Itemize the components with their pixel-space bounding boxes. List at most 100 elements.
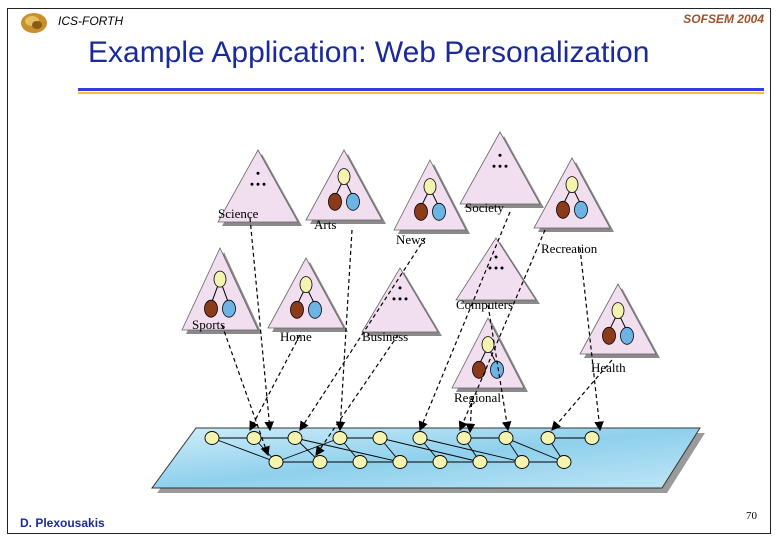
ellipsis-dot [404, 297, 408, 301]
category-label-news: News [396, 232, 426, 247]
node-news-top [423, 178, 437, 196]
category-triangles [181, 131, 660, 392]
category-label-computers: Computers [456, 297, 514, 312]
mapping-line [465, 395, 476, 434]
author-name: D. Plexousakis [20, 516, 105, 530]
web-page-node [472, 455, 488, 469]
category-label-home: Home [280, 329, 312, 344]
organization-label: ICS-FORTH [58, 14, 124, 28]
ellipsis-dot [488, 266, 492, 270]
ellipsis-dot [398, 297, 402, 301]
web-page-node [392, 455, 408, 469]
node-health-top [611, 302, 625, 320]
ellipsis-dot [494, 266, 498, 270]
triangle-health [579, 283, 660, 358]
ellipsis-dot [250, 182, 254, 186]
node-news-left [414, 202, 428, 221]
category-label-society: Society [465, 200, 504, 215]
node-arts-left [328, 192, 342, 211]
ellipsis-dot [262, 182, 266, 186]
web-page-node [432, 455, 448, 469]
category-label-health: Health [591, 360, 626, 375]
node-recreation-right [574, 200, 588, 219]
node-home-left [290, 300, 304, 319]
category-label-science: Science [218, 206, 259, 221]
mapping-line [299, 237, 426, 432]
triangle-regional [451, 317, 528, 392]
ellipsis-dot [256, 182, 260, 186]
node-sports-top [213, 270, 227, 288]
slide-title: Example Application: Web Personalization [88, 36, 650, 69]
web-page-graph [204, 431, 600, 469]
mapping-line [487, 304, 512, 432]
node-home-top [299, 276, 313, 294]
category-to-page-mappings [221, 211, 613, 457]
category-label-regional: Regional [454, 390, 501, 405]
conference-label: SOFSEM 2004 [683, 12, 764, 26]
title-rule-gold [78, 92, 764, 94]
triangle-news [393, 159, 470, 234]
mapping-line [418, 211, 511, 432]
web-page-node [498, 431, 514, 445]
triangle-society [459, 131, 544, 208]
web-page-node [287, 431, 303, 445]
web-page-node [352, 455, 368, 469]
web-page-node [514, 455, 530, 469]
page-number: 70 [746, 510, 757, 522]
web-page-node [456, 431, 472, 445]
ellipsis-dot [392, 297, 396, 301]
node-health-left [602, 326, 616, 345]
web-page-node [268, 455, 284, 469]
category-label-business: Business [362, 329, 409, 344]
node-home-right [308, 300, 322, 319]
mapping-line [335, 229, 353, 432]
web-page-node [246, 431, 262, 445]
category-label-recreation: Recreation [541, 241, 598, 256]
mapping-line [249, 217, 274, 432]
web-page-node [372, 431, 388, 445]
web-graph-plane [151, 427, 705, 493]
ellipsis-dot [498, 164, 502, 168]
node-news-right [432, 202, 446, 221]
ellipsis-dot [498, 153, 502, 157]
web-page-node [204, 431, 220, 445]
triangle-recreation [533, 157, 614, 232]
category-label-arts: Arts [314, 217, 337, 232]
ellipsis-dot [494, 255, 498, 259]
triangle-business [361, 267, 442, 336]
mapping-line [458, 229, 546, 432]
ellipsis-dot [256, 171, 260, 175]
web-page-node [332, 431, 348, 445]
node-health-right [620, 326, 634, 345]
node-sports-left [204, 299, 218, 318]
triangle-arts [305, 149, 386, 224]
node-arts-top [337, 168, 351, 186]
ellipsis-dot [398, 286, 402, 290]
ellipsis-dot [504, 164, 508, 168]
mapping-line [579, 247, 604, 432]
web-page-node [540, 431, 556, 445]
web-page-node [584, 431, 600, 445]
mapping-line [315, 334, 399, 456]
node-recreation-left [556, 200, 570, 219]
slide-frame [7, 8, 771, 534]
triangle-science [217, 149, 302, 226]
triangle-home [267, 257, 348, 332]
node-arts-right [346, 192, 360, 211]
title-rule-blue [78, 88, 764, 91]
web-page-node [312, 455, 328, 469]
node-sports-right [222, 299, 236, 318]
mapping-line [249, 334, 301, 432]
web-page-node [412, 431, 428, 445]
mapping-line [551, 359, 613, 431]
triangle-sports [181, 247, 262, 334]
ellipsis-dot [492, 164, 496, 168]
node-regional-top [481, 336, 495, 354]
category-label-sports: Sports [192, 317, 226, 332]
web-page-node [556, 455, 572, 469]
node-regional-left [472, 360, 486, 379]
ellipsis-dot [500, 266, 504, 270]
ics-forth-logo [21, 13, 47, 33]
node-recreation-top [565, 176, 579, 194]
